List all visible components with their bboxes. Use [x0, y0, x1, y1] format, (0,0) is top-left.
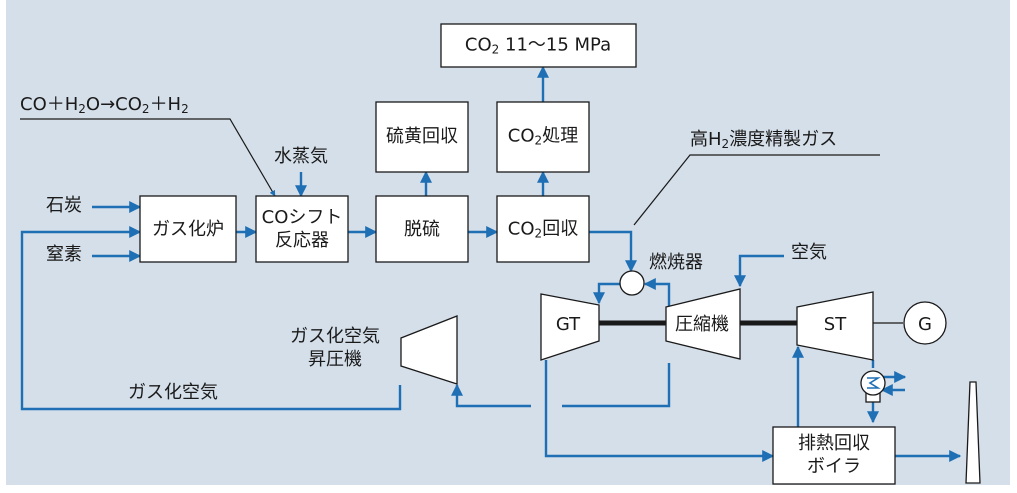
reaction-leader-line	[20, 118, 276, 197]
flow-lines	[20, 65, 962, 462]
reaction-equation: CO＋H2O→CO2＋H2	[20, 94, 189, 116]
coal-label: 石炭	[46, 195, 82, 216]
co2-capture-label: CO2回収	[507, 218, 579, 241]
hrsg-box	[772, 426, 896, 485]
gasifier-box	[139, 195, 237, 263]
shift-reactor-box	[255, 195, 349, 263]
gasification-air-flow-line	[20, 226, 402, 411]
air-booster-shape	[400, 315, 458, 385]
nitrogen-label: 窒素	[46, 244, 82, 265]
steam-label: 水蒸気	[274, 146, 328, 167]
combustor-to-gt-line	[593, 282, 620, 305]
steam-turbine-label: ST	[823, 314, 847, 335]
gasification-air-label: ガス化空気	[128, 382, 218, 403]
compressor-bleed-line-b	[451, 383, 531, 408]
steam-turbine-shape	[796, 291, 874, 361]
gas-turbine-label: GT	[555, 314, 581, 335]
desulfurization-box	[375, 195, 469, 263]
hrsg-label: 排熱回収ボイラ	[798, 433, 870, 477]
co2-output-label: CO2 11〜15 MPa	[464, 34, 612, 57]
co2-treatment-box	[496, 101, 590, 173]
stack-chimney	[965, 381, 981, 484]
condenser-icon	[860, 370, 886, 403]
combustor-label: 燃焼器	[649, 252, 703, 273]
compressor-bleed-line-a	[562, 363, 671, 408]
fuel-gas-to-combustor-line	[589, 230, 637, 273]
sulfur-recovery-box	[375, 101, 469, 173]
combustor-circle	[619, 270, 645, 296]
generator-label: G	[918, 314, 932, 335]
compressor-label: 圧縮機	[675, 314, 729, 335]
sulfur-recovery-label: 硫黄回収	[386, 126, 458, 147]
co2-output-box	[440, 23, 637, 68]
high-h2-gas-label: 高H2濃度精製ガス	[690, 129, 838, 151]
compressor-shape	[665, 288, 741, 360]
air-booster-label: ガス化空気昇圧機	[290, 326, 380, 370]
gasifier-label: ガス化炉	[152, 219, 224, 240]
co2-capture-box	[496, 195, 590, 263]
generator-circle	[903, 301, 947, 345]
gt-exhaust-to-hrsg-line	[544, 360, 775, 462]
gas-turbine-shape	[540, 293, 600, 361]
shift-reactor-label: COシフト反応器	[261, 207, 343, 251]
desulfurization-label: 脱硫	[404, 219, 440, 240]
h2-gas-leader-line	[633, 154, 880, 226]
air-intake-line	[734, 254, 784, 288]
air-label: 空気	[791, 242, 827, 263]
co2-treatment-label: CO2処理	[507, 125, 579, 148]
compressor-to-combustor-line	[643, 278, 671, 307]
